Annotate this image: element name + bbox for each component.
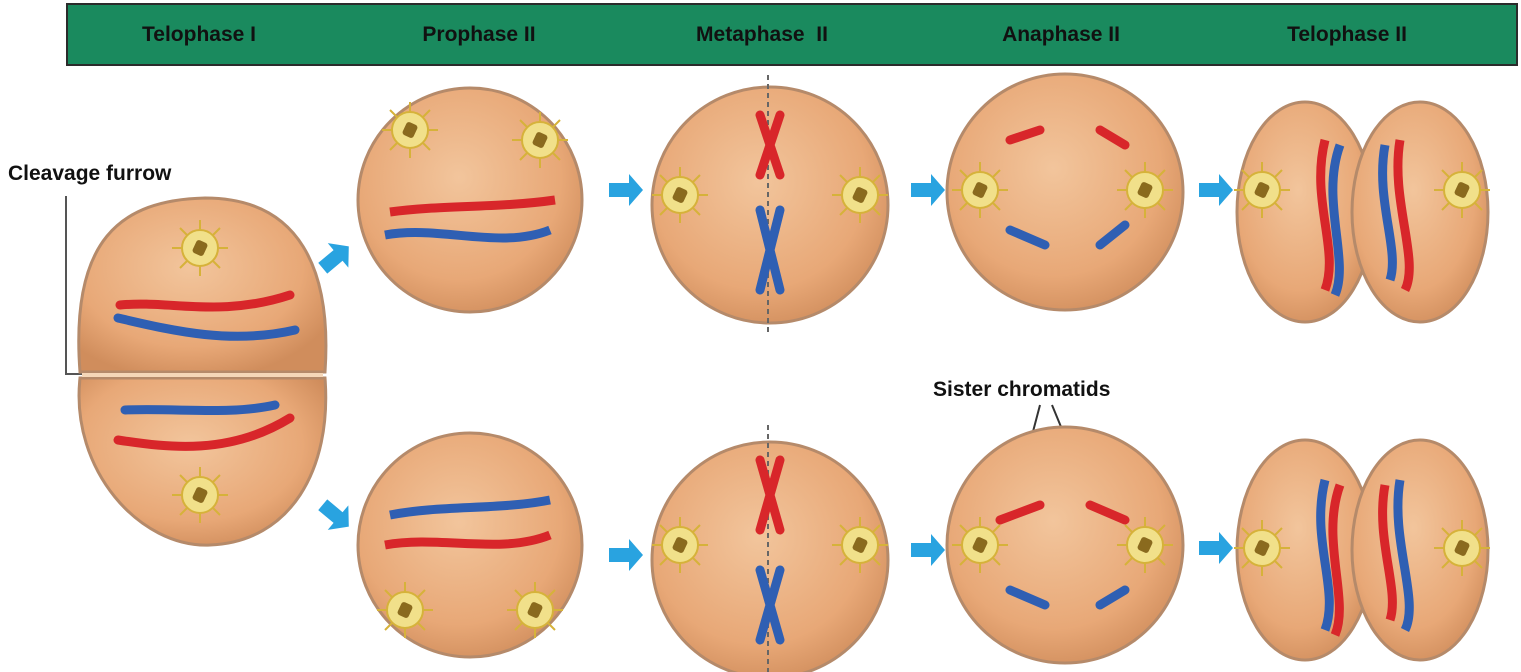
arrow-right-icon	[911, 174, 945, 206]
anaphase-2-cell-bottom	[947, 427, 1183, 663]
centrosome-icon	[172, 220, 228, 276]
anaphase-2-cell-top	[947, 74, 1183, 310]
telophase-1-cell	[79, 198, 326, 545]
arrow-right-icon	[1199, 174, 1233, 206]
prophase-2-cell-top	[358, 88, 582, 312]
centrosome-icon	[172, 467, 228, 523]
arrow-right-icon	[609, 174, 643, 206]
telophase-2-cell-top	[1234, 102, 1490, 322]
metaphase-2-cell-top	[652, 75, 888, 335]
telophase-2-cell-bottom	[1234, 440, 1490, 660]
arrow-right-icon	[609, 539, 643, 571]
arrow-right-icon	[911, 534, 945, 566]
arrow-diagonal-icon	[312, 234, 359, 280]
metaphase-2-cell-bottom	[652, 425, 888, 672]
arrow-right-icon	[1199, 532, 1233, 564]
prophase-2-cell-bottom	[358, 433, 582, 657]
arrow-diagonal-icon	[312, 492, 359, 538]
